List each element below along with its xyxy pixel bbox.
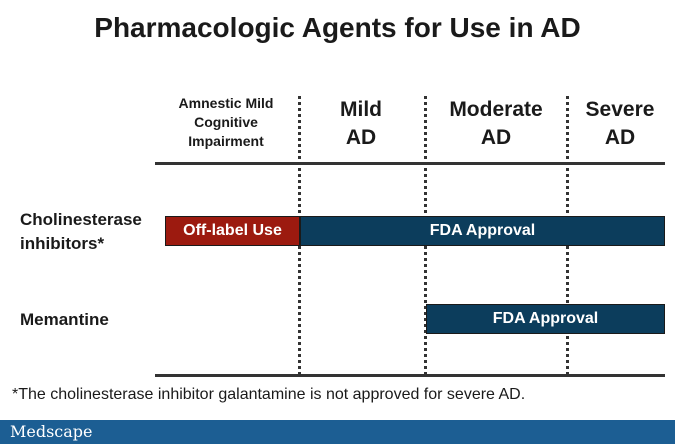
bar-fda-approval-cholinesterase: FDA Approval (300, 216, 665, 246)
stage-header-line: AD (345, 126, 377, 149)
page-title: Pharmacologic Agents for Use in AD (94, 12, 581, 43)
stage-header-line: Amnestic Mild (178, 95, 274, 111)
footer-bar: Medscape (0, 420, 675, 444)
row-label-cholinesterase: Cholinesterase inhibitors* (20, 208, 142, 256)
stage-header-line: AD (604, 126, 636, 149)
row-label-line: inhibitors* (20, 234, 105, 253)
stage-header-line: AD (480, 126, 512, 149)
stage-header-line: Moderate (449, 98, 543, 121)
stage-header-severe: Severe AD (570, 96, 670, 152)
stage-header-line: Cognitive (194, 114, 258, 130)
header-divider (155, 162, 665, 165)
row-label-line: Cholinesterase (20, 210, 142, 229)
stage-header-line: Impairment (188, 133, 264, 149)
bottom-divider (155, 374, 665, 377)
stage-header-mild: Mild AD (302, 96, 420, 152)
footnote: *The cholinesterase inhibitor galantamin… (12, 386, 526, 403)
row-label-line: Memantine (20, 310, 109, 329)
stage-header-amci: Amnestic Mild Cognitive Impairment (155, 94, 297, 151)
medscape-logo: Medscape (10, 422, 93, 441)
stage-header-line: Mild (340, 98, 382, 121)
stage-header-line: Severe (585, 98, 655, 121)
stage-header-moderate: Moderate AD (428, 96, 564, 152)
row-label-memantine: Memantine (20, 308, 109, 332)
bar-off-label-use: Off-label Use (165, 216, 300, 246)
bar-fda-approval-memantine: FDA Approval (426, 304, 665, 334)
